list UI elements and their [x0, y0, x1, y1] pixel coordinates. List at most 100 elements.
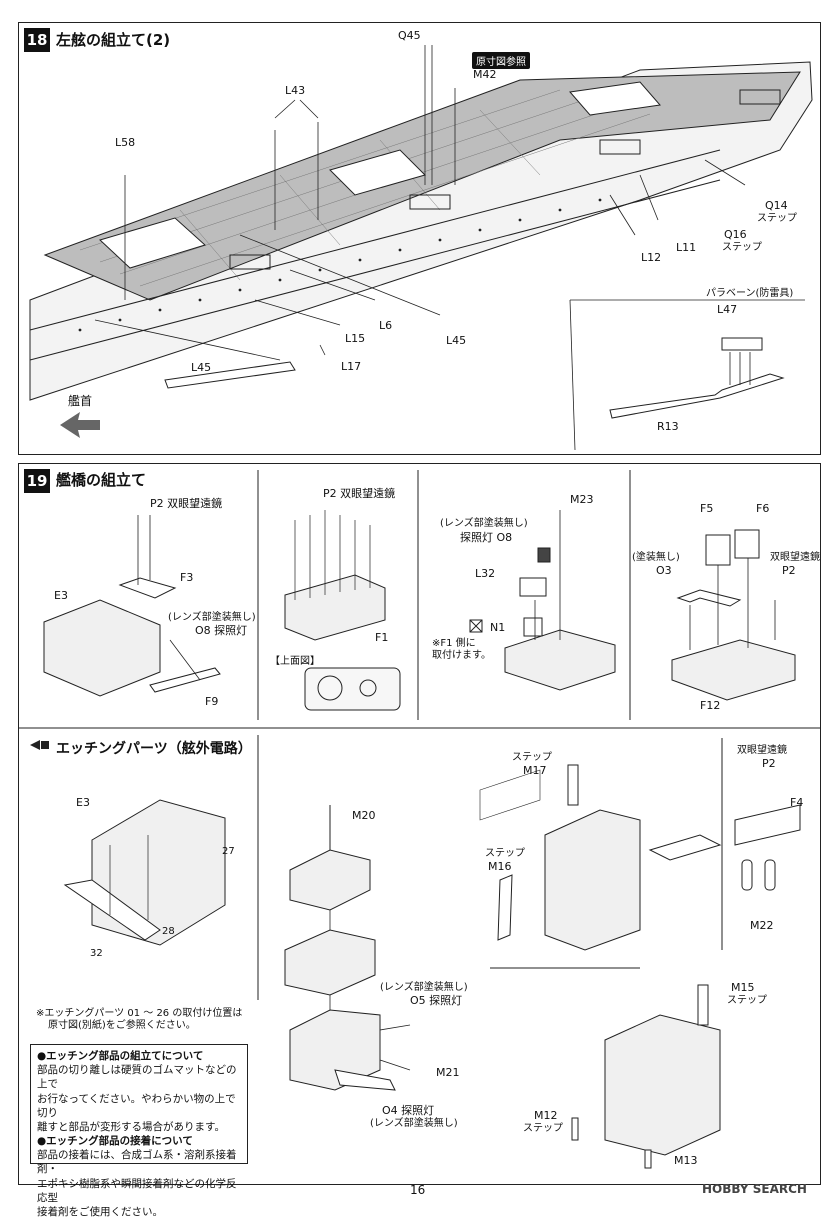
part-label-q16-sub: ステップ: [722, 242, 762, 253]
etching-28: 28: [162, 926, 175, 937]
part-label-o8-b: 探照灯 O8: [460, 531, 513, 545]
etching-27: 27: [222, 846, 235, 857]
part-label-p2-c: P2: [782, 564, 796, 577]
m15-sub: ステップ: [727, 995, 767, 1006]
o4-sub: 探照灯: [401, 1104, 435, 1117]
o5-code: O5: [410, 994, 426, 1007]
step18-title: 左舷の組立て(2): [56, 31, 171, 49]
part-label-l17: L17: [341, 360, 362, 373]
step19-title: 艦橋の組立て: [56, 471, 147, 489]
bow-label: 艦首: [68, 394, 93, 408]
part-label-m21: M21: [436, 1066, 460, 1079]
part-label-q16: Q16: [724, 228, 747, 241]
part-label-f1: F1: [375, 631, 389, 644]
part-label-m15: M15: [731, 981, 755, 994]
part-label-m22: M22: [750, 919, 774, 932]
part-label-q14-sub: ステップ: [757, 213, 797, 224]
top-view-label: 【上面図】: [270, 656, 320, 667]
step19-number: 19: [24, 469, 50, 493]
step18-panel: [18, 22, 821, 455]
part-label-n1: N1: [490, 621, 506, 634]
part-label-f6: F6: [756, 502, 770, 515]
part-label-l15: L15: [345, 332, 366, 345]
n1-note-1: ※F1 側に: [432, 638, 476, 649]
part-label-l32: L32: [475, 567, 496, 580]
o3-note: (塗装無し): [632, 552, 680, 563]
o8-b-code: O8: [496, 531, 513, 544]
part-label-l45-right: L45: [446, 334, 467, 347]
box-line-1c: 離すと部品が変形する場合があります。: [37, 1120, 225, 1133]
part-label-l47: L47: [717, 303, 738, 316]
o8-b-pre: 探照灯: [460, 531, 493, 544]
step19-panel: [18, 463, 821, 1185]
o8-a-code: O8: [195, 624, 211, 637]
box-heading-1: ●エッチング部品の組立てについて: [37, 1050, 204, 1062]
part-label-m17: M17: [523, 764, 547, 777]
etching-note-1: ※エッチングパーツ 01 ～ 26 の取付け位置は: [36, 1008, 243, 1019]
part-label-p2-right: P2: [762, 757, 776, 770]
o5-note: (レンズ部塗装無し): [380, 982, 468, 993]
part-label-o3: O3: [656, 564, 672, 577]
page-number: 16: [410, 1183, 426, 1197]
watermark: HOBBY SEARCH: [702, 1182, 807, 1196]
part-label-l6: L6: [379, 319, 393, 332]
part-label-e3-a: E3: [54, 589, 68, 602]
part-label-l11: L11: [676, 241, 697, 254]
etching-note-2: 原寸図(別紙)をご参照ください。: [48, 1020, 196, 1031]
box-line-1b: お行なってください。やわらかい物の上で切り: [37, 1092, 236, 1119]
paravane-label: パラベーン(防雷具): [706, 288, 794, 299]
o8-b-note: (レンズ部塗装無し): [440, 518, 528, 529]
box-line-2c: 接着剤をご使用ください。: [37, 1205, 163, 1218]
m17-sub: ステップ: [512, 752, 552, 763]
o8-a-sub: 探照灯: [214, 624, 248, 637]
part-label-o8-a: O8 探照灯: [195, 624, 248, 638]
part-label-m42: M42: [473, 68, 497, 81]
part-label-o5: O5 探照灯: [410, 994, 463, 1008]
part-label-l12: L12: [641, 251, 662, 264]
m16-sub: ステップ: [485, 848, 525, 859]
o8-a-note: (レンズ部塗装無し): [168, 612, 256, 623]
p2-right-sub: 双眼望遠鏡: [737, 745, 787, 756]
etching-32: 32: [90, 948, 103, 959]
p2-a-code: P2: [150, 497, 164, 510]
p2-a-sub: 双眼望遠鏡: [167, 497, 223, 510]
part-label-l58: L58: [115, 136, 136, 149]
part-label-f4: F4: [790, 796, 804, 809]
part-label-f3: F3: [180, 571, 194, 584]
p2-b-code: P2: [323, 487, 337, 500]
box-heading-2: ●エッチング部品の接着について: [37, 1135, 193, 1148]
part-label-p2-b: P2 双眼望遠鏡: [323, 487, 396, 501]
part-label-m12: M12: [534, 1109, 558, 1122]
part-label-m23: M23: [570, 493, 594, 506]
p2-b-sub: 双眼望遠鏡: [340, 487, 396, 500]
part-label-m16: M16: [488, 860, 512, 873]
p2-c-sub: 双眼望遠鏡: [770, 552, 820, 563]
o4-note: (レンズ部塗装無し): [370, 1118, 458, 1129]
step18-number: 18: [24, 28, 50, 52]
o5-sub: 探照灯: [429, 994, 463, 1007]
o4-code: O4: [382, 1104, 398, 1117]
part-label-f12: F12: [700, 699, 721, 712]
part-label-l43: L43: [285, 84, 306, 97]
m12-sub: ステップ: [523, 1123, 563, 1134]
box-line-2b: エポキシ樹脂系や瞬間接着剤などの化学反応型: [37, 1177, 237, 1204]
etching-instructions-box: ●エッチング部品の組立てについて 部品の切り離しは硬質のゴムマットなどの上で お…: [30, 1044, 248, 1218]
part-label-r13: R13: [657, 420, 679, 433]
part-label-q14: Q14: [765, 199, 788, 212]
part-label-m20: M20: [352, 809, 376, 822]
part-label-p2-a: P2 双眼望遠鏡: [150, 497, 223, 511]
part-label-f5: F5: [700, 502, 714, 515]
box-line-1a: 部品の切り離しは硬質のゴムマットなどの上で: [37, 1064, 237, 1091]
part-label-o4: O4 探照灯: [382, 1104, 435, 1118]
part-label-f9: F9: [205, 695, 219, 708]
etching-title: エッチングパーツ（舷外電路）: [56, 741, 252, 757]
part-label-m13: M13: [674, 1154, 698, 1167]
etching-e3: E3: [76, 796, 90, 809]
reference-badge: 原寸図参照: [472, 52, 530, 69]
part-label-q45: Q45: [398, 29, 421, 42]
box-line-2a: 部品の接着には、合成ゴム系・溶剤系接着剤・: [37, 1149, 237, 1176]
part-label-l45-left: L45: [191, 361, 212, 374]
n1-note-2: 取付けます。: [432, 650, 491, 661]
